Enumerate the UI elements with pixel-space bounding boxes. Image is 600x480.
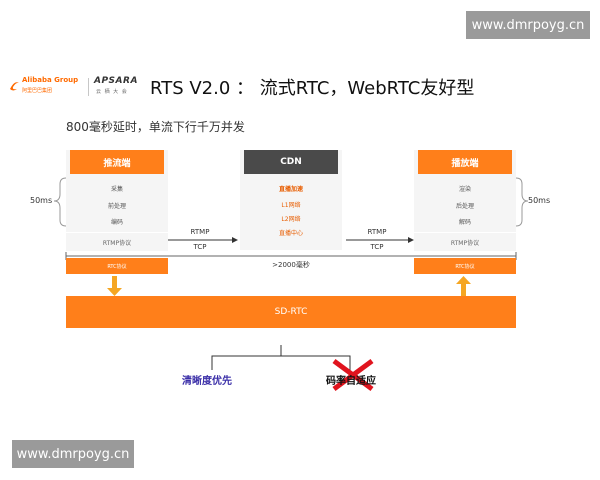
push-rtc-protocol: RTC协议 (66, 258, 168, 274)
play-latency-label: 50ms (528, 196, 551, 205)
right-up-arrow-shaft (461, 284, 466, 296)
alibaba-mark-icon (10, 82, 19, 91)
right-arrow-top-label: RTMP (367, 228, 387, 236)
play-rtmp-protocol: RTMP协议 (414, 233, 516, 251)
push-rtmp-protocol: RTMP协议 (66, 233, 168, 251)
alibaba-logo-subtext: 阿里巴巴集团 (22, 88, 53, 94)
alibaba-logo: Alibaba Group 阿里巴巴集团 (8, 76, 78, 98)
cdn-item-live-center: 直播中心 (278, 230, 303, 237)
apsara-logo-subtext: 云 栖 大 会 (96, 89, 128, 95)
branch-clarity-first: 清晰度优先 (182, 376, 232, 387)
cdn-item-live-accel: 直播加速 (278, 186, 303, 193)
page-subtitle: 800毫秒延时，单流下行千万并发 (66, 120, 245, 134)
logo-group: Alibaba Group 阿里巴巴集团 APSARA 云 栖 大 会 (8, 76, 138, 98)
push-latency-label: 50ms (30, 196, 53, 205)
left-down-arrow-head (107, 288, 122, 296)
push-item-encode: 编码 (110, 219, 123, 226)
cdn-item-l2: L2网络 (281, 216, 301, 223)
right-arrow-bottom-label: TCP (370, 243, 384, 251)
push-item-capture: 采集 (110, 186, 123, 193)
logo-divider (88, 78, 89, 96)
play-item-decode: 解码 (458, 219, 471, 226)
right-latency-bracket (515, 177, 529, 227)
page-title: RTS V2.0 ： 流式RTC，WebRTC友好型 (150, 78, 475, 99)
branch-brace (211, 345, 351, 370)
left-down-arrow-shaft (112, 276, 117, 288)
watermark-top: www.dmrpoyg.cn (466, 11, 590, 39)
total-latency-label: >2000毫秒 (272, 261, 310, 269)
left-arrow-top-label: RTMP (190, 228, 210, 236)
left-arrow-bottom-label: TCP (193, 243, 207, 251)
push-header: 推流端 (70, 150, 164, 174)
watermark-bottom: www.dmrpoyg.cn (12, 440, 134, 468)
push-item-preprocess: 前处理 (107, 203, 126, 210)
branch-bitrate-adaptive: 码率自适应 (326, 376, 376, 387)
play-rtc-protocol: RTC协议 (414, 258, 516, 274)
apsara-logo-text: APSARA (94, 76, 138, 86)
right-up-arrow-head (456, 276, 471, 284)
cdn-item-l1: L1网络 (281, 202, 301, 209)
cross-mark (332, 358, 374, 392)
play-item-render: 渲染 (458, 186, 471, 193)
play-item-postprocess: 后处理 (455, 203, 474, 210)
left-latency-bracket (53, 177, 67, 227)
sd-rtc-bar: SD-RTC (66, 296, 516, 328)
play-header: 播放端 (418, 150, 512, 174)
alibaba-logo-text: Alibaba Group (22, 76, 79, 84)
cdn-header: CDN (244, 150, 338, 174)
